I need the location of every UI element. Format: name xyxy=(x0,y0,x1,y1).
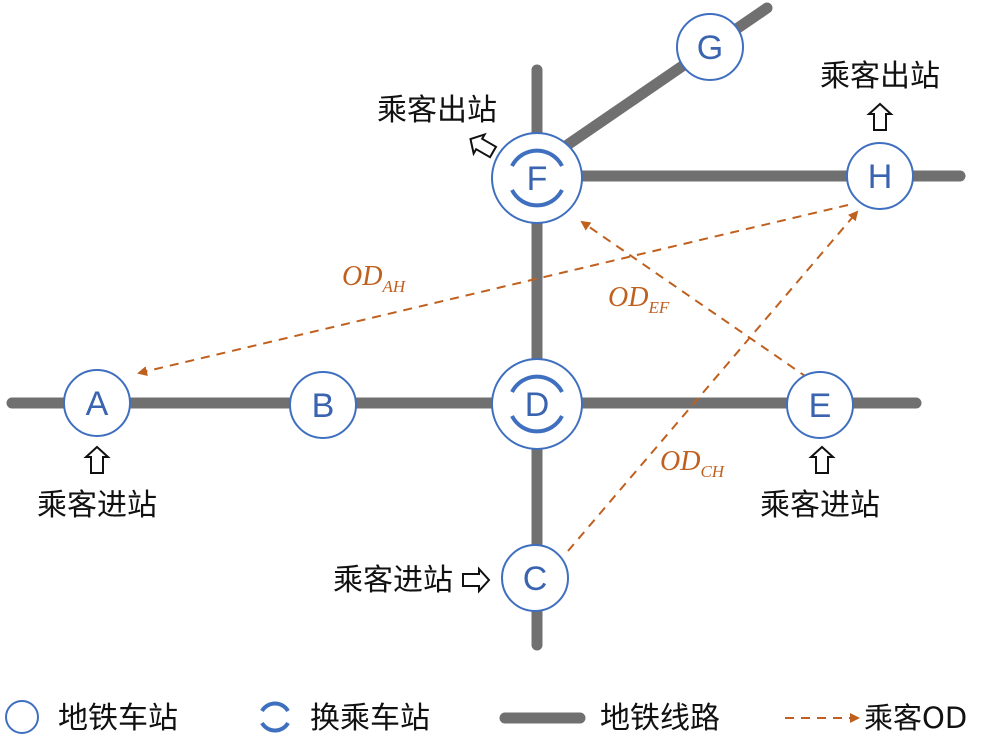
transfer-station-f: F xyxy=(491,132,583,224)
od-arrow-ah xyxy=(137,204,849,377)
station-h: H xyxy=(846,142,914,210)
label-enter-a: 乘客进站 xyxy=(37,488,157,523)
od-label-ah-main: OD xyxy=(342,261,382,292)
station-b-label: B xyxy=(312,387,335,425)
od-label-ch: ODCH xyxy=(660,446,726,481)
od-arrows xyxy=(137,204,859,552)
label-enter-e: 乘客进站 xyxy=(760,488,880,523)
label-exit-f: 乘客出站 xyxy=(377,93,497,128)
label-exit-h: 乘客出站 xyxy=(820,59,940,94)
legend-transfer-arc-bottom-icon xyxy=(260,721,290,733)
legend-metro-line-label: 地铁线路 xyxy=(600,701,720,736)
od-label-ef-main: OD xyxy=(608,282,648,313)
od-label-ef: ODEF xyxy=(608,282,670,317)
exit-arrow-f-icon xyxy=(469,132,498,159)
legend-transfer-arc-top-icon xyxy=(260,701,290,713)
legend-station-icon xyxy=(5,700,39,734)
station-g-label: G xyxy=(697,29,723,67)
enter-arrow-a-icon xyxy=(83,445,111,474)
station-c: C xyxy=(501,544,569,612)
station-g: G xyxy=(676,13,744,81)
label-enter-c: 乘客进站 xyxy=(333,563,453,598)
transfer-arc-bottom-icon xyxy=(510,189,564,208)
station-a: A xyxy=(63,369,131,437)
station-f-label: F xyxy=(527,160,548,198)
od-label-ah: ODAH xyxy=(342,261,407,296)
od-label-ch-main: OD xyxy=(660,446,700,477)
station-a-label: A xyxy=(86,385,109,423)
station-e-label: E xyxy=(809,387,832,425)
od-label-ef-sub: EF xyxy=(647,298,669,317)
station-d-label: D xyxy=(525,386,550,424)
legend-passenger-od-label: 乘客OD xyxy=(864,701,967,735)
od-label-ch-sub: CH xyxy=(700,462,725,481)
legend-transfer-station-label: 换乘车站 xyxy=(310,701,430,736)
legend: 地铁车站 换乘车站 地铁线路 乘客OD xyxy=(5,700,967,736)
enter-arrow-c-icon xyxy=(462,566,491,594)
legend-metro-station-label: 地铁车站 xyxy=(58,701,178,736)
enter-arrow-e-icon xyxy=(808,445,836,474)
station-h-label: H xyxy=(868,158,893,196)
exit-arrow-h-icon xyxy=(866,102,894,131)
od-arrow-ef xyxy=(580,220,809,379)
station-e: E xyxy=(786,371,854,439)
od-label-ah-sub: AH xyxy=(381,277,406,296)
transfer-arc-top-icon xyxy=(510,374,564,393)
transfer-arc-top-icon xyxy=(510,148,564,167)
station-b: B xyxy=(289,371,357,439)
od-arrow-ch xyxy=(567,210,859,552)
transfer-arc-bottom-icon xyxy=(510,415,564,434)
transfer-station-d: D xyxy=(491,358,583,450)
station-c-label: C xyxy=(523,560,548,598)
